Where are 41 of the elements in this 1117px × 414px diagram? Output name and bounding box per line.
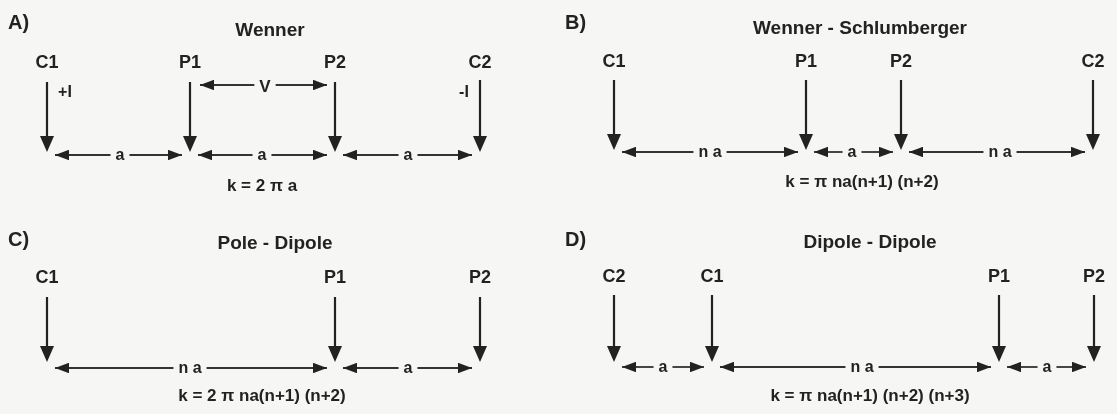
spacing-label: n a bbox=[698, 143, 722, 161]
electrode-label: C1 bbox=[35, 268, 59, 288]
panel-letter: C) bbox=[8, 228, 30, 250]
geometric-factor-formula: k = π na(n+1) (n+2) bbox=[785, 172, 939, 192]
panel-letter: B) bbox=[565, 11, 587, 33]
electrode-label: P2 bbox=[324, 53, 346, 73]
spacing-label: n a bbox=[178, 359, 202, 377]
spacing-label: a bbox=[658, 358, 668, 376]
current-label: +I bbox=[58, 83, 72, 101]
panel-letter: A) bbox=[8, 11, 30, 33]
electrode-label: P2 bbox=[890, 52, 912, 72]
spacing-label: a bbox=[115, 146, 125, 164]
current-label: -I bbox=[459, 83, 469, 101]
electrode-label: C1 bbox=[35, 53, 59, 73]
spacing-label: a bbox=[847, 143, 857, 161]
electrode-label: P1 bbox=[324, 268, 346, 288]
electrode-label: C2 bbox=[602, 267, 626, 287]
electrode-label: P1 bbox=[988, 267, 1010, 287]
panel-letter: D) bbox=[565, 228, 587, 250]
spacing-label: a bbox=[403, 359, 413, 377]
spacing-label: a bbox=[403, 146, 413, 164]
spacing-label: n a bbox=[988, 143, 1012, 161]
panel-heading: Dipole - Dipole bbox=[803, 231, 937, 253]
geometric-factor-formula: k = 2 π a bbox=[226, 176, 298, 196]
electrode-label: C1 bbox=[700, 267, 724, 287]
geometric-factor-formula: k = π na(n+1) (n+2) (n+3) bbox=[770, 386, 970, 406]
panel-heading: Wenner bbox=[235, 19, 305, 41]
electrode-label: C2 bbox=[1081, 52, 1105, 72]
spacing-label: n a bbox=[850, 358, 874, 376]
spacing-label: a bbox=[1042, 358, 1052, 376]
panel-heading: Pole - Dipole bbox=[217, 232, 333, 254]
electrode-label: C1 bbox=[602, 52, 626, 72]
voltage-label: V bbox=[259, 77, 271, 97]
electrode-label: P1 bbox=[795, 52, 817, 72]
geometric-factor-formula: k = 2 π na(n+1) (n+2) bbox=[178, 386, 346, 406]
electrode-label: C2 bbox=[468, 53, 492, 73]
electrode-label: P2 bbox=[469, 268, 491, 288]
spacing-label: a bbox=[257, 146, 267, 164]
electrode-label: P2 bbox=[1083, 267, 1105, 287]
panel-heading: Wenner - Schlumberger bbox=[753, 17, 967, 39]
electrode-label: P1 bbox=[179, 53, 201, 73]
